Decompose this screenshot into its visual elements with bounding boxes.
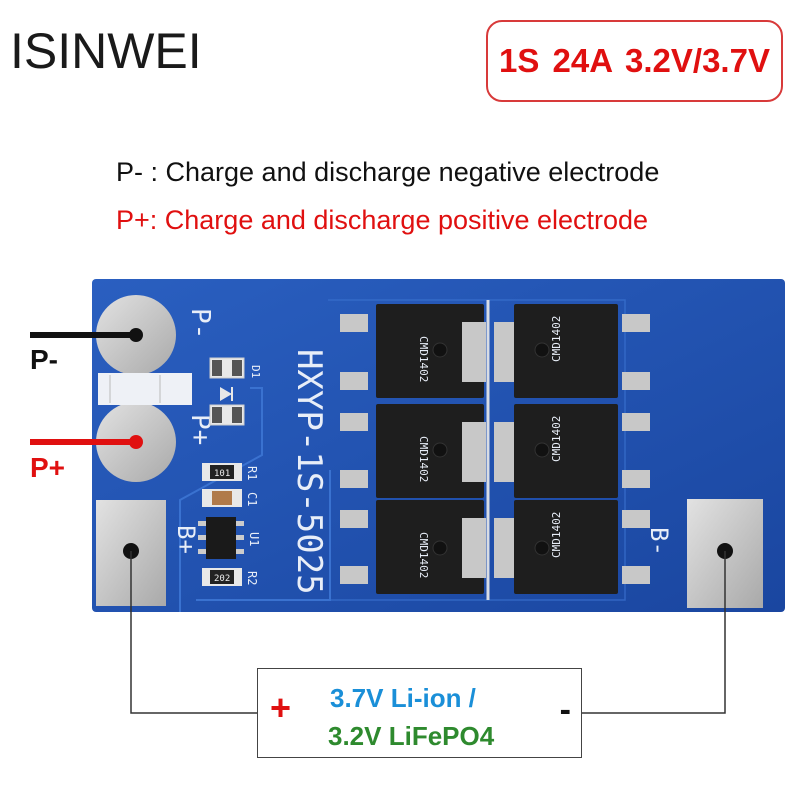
mosfet-left-2: CMD1402 bbox=[340, 404, 486, 498]
b-plus-wire bbox=[130, 551, 257, 714]
mosfet-l2-line1: CMD1402 bbox=[417, 436, 430, 482]
label-c1: C1 bbox=[245, 492, 259, 506]
brand-logo: ISINWEI bbox=[10, 23, 202, 79]
battery-plus-sign: + bbox=[270, 687, 292, 728]
board-label-b-plus: B+ bbox=[172, 525, 200, 554]
label-r2: R2 bbox=[245, 571, 259, 585]
mosfet-right-2: CMD1402 bbox=[494, 404, 650, 498]
battery-lifepo4-label: 3.2V LiFePO4 bbox=[328, 721, 495, 751]
mosfet-right-1: CMD1402 bbox=[494, 304, 650, 398]
mosfet-l3-line1: CMD1402 bbox=[417, 532, 430, 578]
external-label-p-minus: P- bbox=[30, 344, 58, 375]
mosfet-l1-line1: CMD1402 bbox=[417, 336, 430, 382]
r2-value: 202 bbox=[214, 574, 230, 584]
mosfet-right-3: CMD1402 bbox=[494, 500, 650, 594]
label-u1: U1 bbox=[247, 532, 261, 546]
r1-value: 101 bbox=[214, 469, 230, 479]
mosfet-r3-line1: CMD1402 bbox=[550, 512, 563, 558]
mosfet-r1-line1: CMD1402 bbox=[550, 316, 563, 362]
p-minus-description: P- : Charge and discharge negative elect… bbox=[116, 157, 660, 187]
board-label-p-minus: P- bbox=[185, 308, 215, 339]
mosfet-left-1: CMD1402 bbox=[340, 304, 486, 398]
mosfet-r2-line1: CMD1402 bbox=[550, 416, 563, 462]
spec-badge: 1S 24A 3.2V/3.7V bbox=[486, 20, 783, 102]
mosfet-left-3: CMD1402 bbox=[340, 500, 486, 594]
label-r1: R1 bbox=[245, 466, 259, 480]
external-label-p-plus: P+ bbox=[30, 452, 66, 483]
p-plus-description: P+: Charge and discharge positive electr… bbox=[116, 205, 649, 235]
battery-li-ion-label: 3.7V Li-ion / bbox=[330, 683, 476, 713]
battery-minus-sign: - bbox=[559, 691, 571, 729]
board-model-label: HXYP-1S-5025 bbox=[289, 349, 329, 595]
label-d1: D1 bbox=[249, 365, 262, 378]
battery-box: + 3.7V Li-ion / 3.2V LiFePO4 - bbox=[257, 668, 582, 758]
board-label-b-minus: B- bbox=[645, 527, 673, 556]
b-minus-wire bbox=[582, 551, 726, 714]
